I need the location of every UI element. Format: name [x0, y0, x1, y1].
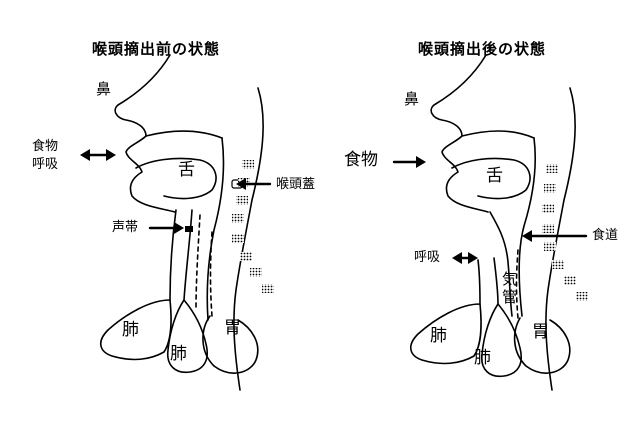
esophagus-dash	[515, 249, 519, 319]
neck-back	[545, 87, 576, 391]
arrow-esophagus	[522, 230, 588, 242]
label-trachea-1: 気	[502, 270, 518, 288]
arrow-food	[392, 156, 426, 168]
label-epiglottis: 喉頭蓋	[276, 177, 316, 192]
arrow-food-breath	[80, 149, 116, 161]
trachea-back	[183, 209, 193, 301]
pharynx-wall	[206, 137, 225, 321]
trachea-back	[493, 257, 499, 305]
label-food: 食物	[32, 139, 59, 154]
anatomy-diagram-before	[80, 54, 274, 391]
stomach-outline	[202, 315, 259, 374]
panel-title: 喉頭摘出前の状態	[92, 40, 221, 58]
label-breath: 呼吸	[414, 250, 441, 265]
face-profile	[114, 54, 176, 213]
label-tongue: 舌	[178, 160, 195, 180]
label-tongue: 舌	[486, 166, 503, 186]
panel-after-laryngectomy: 喉頭摘出後の状態	[318, 0, 635, 427]
tongue-outline	[135, 157, 217, 200]
trachea-front	[169, 209, 177, 301]
vocal-cord-marker	[185, 226, 193, 232]
label-vocal-cords: 声帯	[112, 220, 139, 235]
arrow-epiglottis	[236, 178, 272, 190]
label-stomach: 胃	[224, 318, 241, 338]
tongue-outline	[451, 157, 531, 200]
pharynx-wall	[518, 137, 537, 317]
trachea-front	[477, 259, 481, 305]
palate	[461, 130, 535, 139]
lung-b-outline	[166, 299, 208, 374]
label-breath: 呼吸	[32, 157, 59, 172]
panel-title: 喉頭摘出後の状態	[418, 40, 547, 58]
esophagus-front	[489, 211, 513, 317]
label-nose: 鼻	[404, 90, 420, 108]
label-trachea-2: 管	[502, 288, 518, 306]
lung-b-outline	[480, 303, 522, 378]
lung-a-outline	[410, 303, 482, 365]
label-lung-b: 肺	[170, 344, 187, 364]
stomach-outline	[513, 317, 571, 374]
vertebrae	[542, 164, 588, 301]
esophagus-line-2	[209, 231, 213, 317]
label-esophagus: 食道	[592, 228, 619, 243]
label-lung-b: 肺	[474, 348, 491, 368]
label-stomach: 胃	[532, 322, 549, 342]
label-lung-a: 肺	[122, 320, 139, 340]
palate	[145, 130, 223, 139]
label-lung-a: 肺	[430, 326, 447, 346]
arrow-vocal-cords	[148, 222, 184, 234]
face-profile	[430, 54, 489, 213]
esophagus-line-1	[195, 214, 201, 311]
anatomy-diagram-after	[392, 54, 588, 391]
label-nose: 鼻	[96, 80, 112, 98]
label-food: 食物	[344, 150, 378, 170]
neck-back	[233, 87, 264, 391]
arrow-breath	[452, 252, 478, 264]
panel-before-laryngectomy: 喉頭摘出前の状態	[0, 0, 317, 427]
